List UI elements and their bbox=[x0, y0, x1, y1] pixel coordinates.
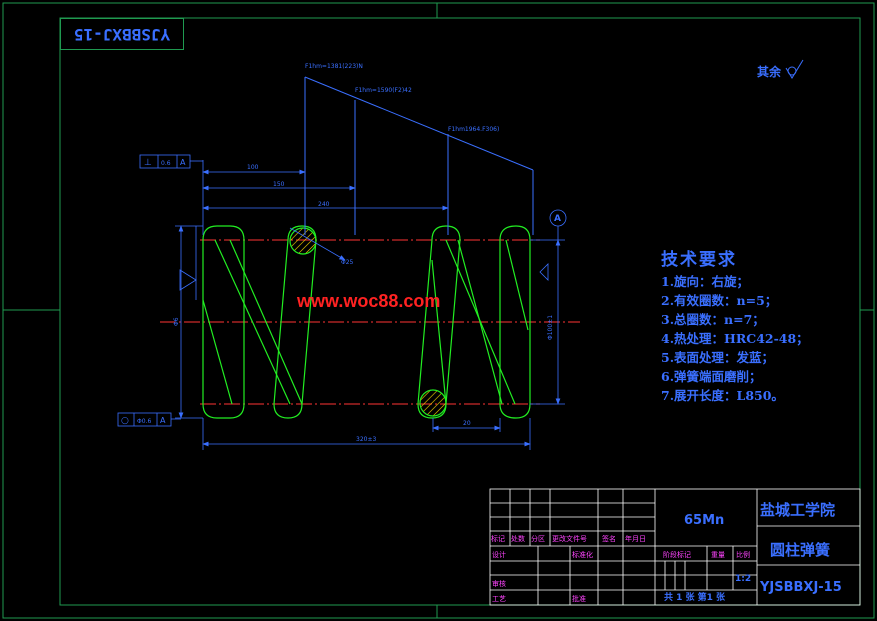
wire-section-top bbox=[289, 227, 317, 255]
dim-wire-dia: Φ25 bbox=[341, 259, 354, 266]
force-label-2: F1hm=1590(F2)42 bbox=[355, 87, 412, 94]
roughness-note: 其余 bbox=[757, 65, 782, 79]
tb-standardize: 标准化 bbox=[572, 550, 593, 559]
wire-section-bottom bbox=[419, 389, 447, 417]
tol-bottom-symbol: ○ bbox=[121, 416, 129, 426]
tol-top-value: 0.6 bbox=[161, 160, 171, 167]
tb-approve: 批准 bbox=[572, 594, 586, 603]
force-label-1: F1hm=1381(223)N bbox=[305, 63, 363, 70]
tb-header-count: 处数 bbox=[511, 534, 525, 543]
title-block bbox=[489, 488, 861, 606]
right-dimension bbox=[530, 209, 567, 405]
tech-item: 7.展开长度：L850。 bbox=[661, 388, 784, 403]
tb-part-name: 圆柱弹簧 bbox=[770, 541, 830, 559]
dim-left-dia: Φ6 bbox=[173, 317, 180, 326]
tech-item: 6.弹簧端面磨削； bbox=[661, 369, 762, 384]
left-dimension bbox=[175, 225, 203, 419]
tb-ratio: 比例 bbox=[736, 550, 750, 559]
tol-top-symbol: ⊥ bbox=[144, 158, 152, 168]
tb-header-doc: 更改文件号 bbox=[552, 534, 587, 543]
tech-item: 2.有效圈数：n=5； bbox=[661, 293, 778, 308]
technical-requirements: 技术要求 1.旋向：右旋； 2.有效圈数：n=5； 3.总圈数：n=7； 4.热… bbox=[661, 245, 809, 405]
tb-material: 65Mn bbox=[684, 513, 724, 528]
tol-top-datum: A bbox=[180, 158, 186, 167]
tb-header-sign: 签名 bbox=[602, 534, 616, 543]
tolerance-frame-top bbox=[139, 154, 203, 169]
centring-marks bbox=[3, 3, 874, 618]
tech-item: 5.表面处理：发蓝； bbox=[661, 350, 775, 365]
tolerance-frame-bottom bbox=[117, 412, 181, 427]
bottom-dimensions bbox=[202, 418, 531, 450]
dim-320: 320±3 bbox=[356, 436, 376, 443]
tb-header-zone: 分区 bbox=[531, 534, 545, 543]
top-dimensions bbox=[202, 160, 449, 261]
tb-review: 审核 bbox=[492, 579, 506, 588]
tb-process: 工艺 bbox=[492, 595, 506, 603]
dim-20: 20 bbox=[463, 420, 471, 427]
tb-header-date: 年月日 bbox=[625, 534, 646, 543]
tb-sheets: 共 1 张 第1 张 bbox=[664, 591, 726, 603]
tech-item: 4.热处理：HRC42-48； bbox=[661, 331, 809, 346]
tech-item: 1.旋向：右旋； bbox=[661, 274, 750, 289]
tb-scale: 1:2 bbox=[735, 574, 751, 584]
mirrored-drawing-code: YJSBBXJ-15 bbox=[60, 18, 184, 50]
force-label-3: F1hm1964.F306) bbox=[448, 126, 499, 133]
inner-border bbox=[59, 17, 861, 606]
tb-design: 设计 bbox=[492, 550, 506, 559]
tb-weight: 重量 bbox=[711, 551, 725, 559]
tol-bottom-value: Φ0.6 bbox=[137, 418, 151, 425]
tech-item: 3.总圈数：n=7； bbox=[661, 312, 765, 327]
dim-right-dia: Φ100±1 bbox=[547, 315, 554, 340]
roughness-circle-icon bbox=[787, 66, 797, 76]
tb-school: 盐城工学院 bbox=[760, 501, 835, 519]
tb-drawing-code: YJSBBXJ-15 bbox=[759, 580, 842, 595]
tol-bottom-datum: A bbox=[160, 416, 166, 425]
load-diagram bbox=[304, 76, 534, 235]
centerlines bbox=[160, 239, 580, 405]
spring-body bbox=[202, 225, 531, 419]
dim-240: 240 bbox=[318, 201, 330, 208]
watermark: www.woc88.com bbox=[297, 291, 441, 311]
tb-header-mark: 标记 bbox=[491, 534, 505, 543]
tb-stage-mark: 阶段标记 bbox=[663, 550, 691, 559]
datum-a-marker: A bbox=[554, 214, 561, 224]
tech-title: 技术要求 bbox=[661, 250, 737, 270]
dim-150: 150 bbox=[273, 181, 285, 188]
dim-100: 100 bbox=[247, 164, 259, 171]
